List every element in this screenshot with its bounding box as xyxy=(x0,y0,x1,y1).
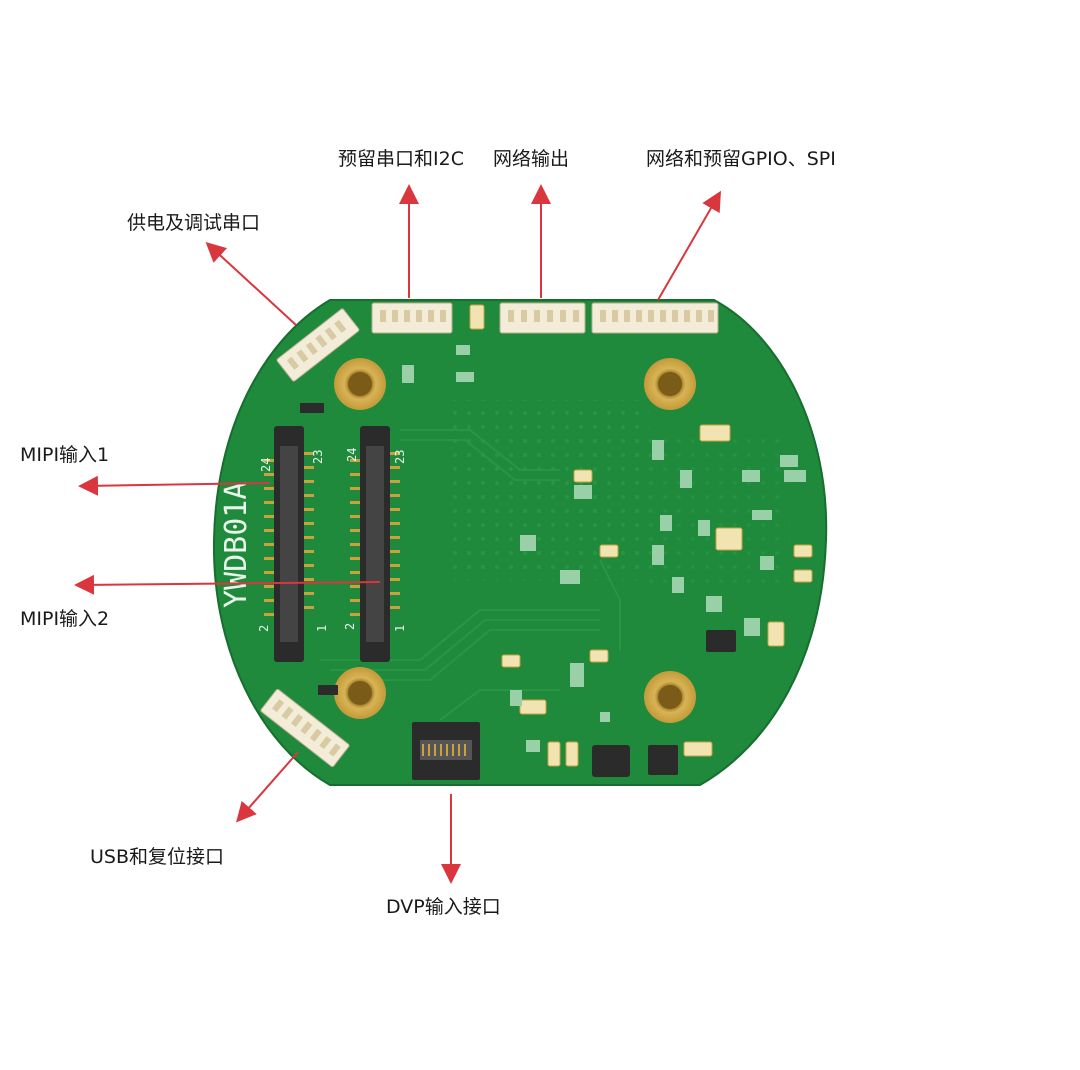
label-power-debug-uart: 供电及调试串口 xyxy=(127,212,261,234)
connector-usb-reset xyxy=(260,688,350,768)
mipi-connector-2 xyxy=(350,426,400,662)
traces xyxy=(320,429,621,721)
label-network-output: 网络输出 xyxy=(493,148,570,170)
label-mipi-input-1: MIPI输入1 xyxy=(20,444,110,466)
silk-pin-23-a: 23 xyxy=(311,450,325,464)
arrow-mipi-2 xyxy=(74,574,381,595)
via-field xyxy=(450,400,650,580)
arrow-usb-reset xyxy=(236,751,299,823)
arrow-power-debug xyxy=(205,241,297,326)
label-network-gpio-spi: 网络和预留GPIO、SPI xyxy=(646,148,836,170)
connector-uart-i2c xyxy=(371,302,453,334)
silk-pin-1-a: 1 xyxy=(315,625,329,632)
silk-pin-2-b: 2 xyxy=(343,623,357,630)
connector-power-debug xyxy=(276,308,360,382)
connector-gpio-spi xyxy=(591,302,719,334)
annotation-arrows xyxy=(74,184,721,884)
connector-network xyxy=(499,302,586,334)
mounting-holes xyxy=(334,358,696,723)
label-usb-reset: USB和复位接口 xyxy=(90,846,225,868)
arrow-mipi-1 xyxy=(78,475,271,496)
mipi-connector-1 xyxy=(264,426,314,662)
label-dvp-input: DVP输入接口 xyxy=(386,896,501,918)
label-reserved-uart-i2c: 预留串口和I2C xyxy=(338,148,464,170)
silk-pin-24-b: 24 xyxy=(345,448,359,462)
label-mipi-input-2: MIPI输入2 xyxy=(20,608,110,630)
board-model-text: YWDB01A xyxy=(219,482,254,608)
silk-pin-2-a: 2 xyxy=(257,625,271,632)
smd-components xyxy=(300,304,813,777)
silk-pin-23-b: 23 xyxy=(393,450,407,464)
silk-pin-24-a: 24 xyxy=(259,458,273,472)
dvp-connector xyxy=(412,722,480,780)
silk-pin-1-b: 1 xyxy=(393,625,407,632)
arrow-gpio-spi xyxy=(657,190,721,301)
